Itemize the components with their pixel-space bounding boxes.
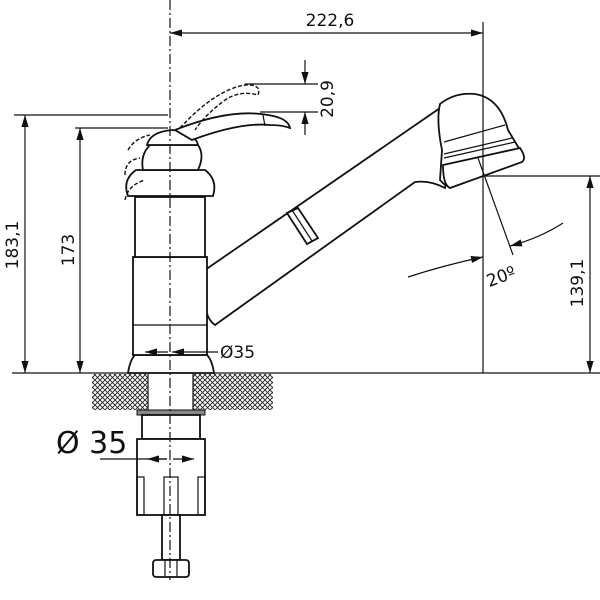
dimension-overall-reach: 222,6 [170,11,483,37]
dimension-label: 173 [59,234,79,266]
dimension-label: 20,9 [318,80,338,118]
dimension-label: 139,1 [568,259,588,308]
dimension-body-diameter: Ø35 [145,343,255,363]
dimension-label: 222,6 [306,11,355,31]
dimension-label: 183,1 [3,221,23,270]
dimension-body-height: 173 [59,127,168,373]
dimension-total-height: 183,1 [3,114,168,373]
dimension-label: Ø35 [220,343,255,363]
dimension-label: Ø 35 [56,426,127,461]
countertop-right-section [193,374,273,410]
dimension-label: 20º [484,263,519,292]
countertop-left-section [92,374,148,410]
dimension-spout-height: 139,1 [483,175,600,373]
dimension-handle-lift: 20,9 [245,60,338,135]
dimension-mount-diameter: Ø 35 [56,426,194,463]
lever-handle [124,84,292,201]
mounting-assembly [136,374,206,578]
pull-out-spout [202,92,525,327]
